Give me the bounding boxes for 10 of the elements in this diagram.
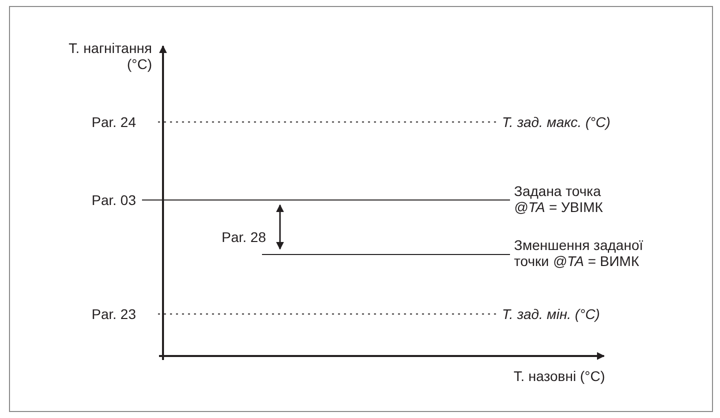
level-label: Зменшення заданої точки @TA = ВИМК (514, 237, 644, 269)
axis-title: Т. назовні (°C) (512, 368, 605, 384)
dimension-label: Par. 28 (220, 229, 266, 245)
level-label: Задана точка @TA = УВІМК (514, 183, 604, 215)
level-label: Т. зад. макс. (°C) (502, 114, 612, 130)
tick-label: Par. 24 (90, 114, 136, 130)
level-label: Т. зад. мін. (°C) (502, 306, 601, 322)
axis-title: Т. нагнітання (°C) (68, 40, 152, 72)
tick-label: Par. 03 (90, 192, 136, 208)
tick-label: Par. 23 (90, 306, 136, 322)
